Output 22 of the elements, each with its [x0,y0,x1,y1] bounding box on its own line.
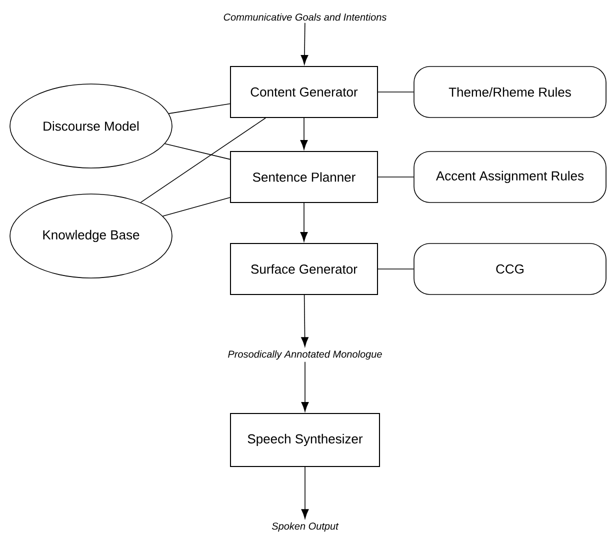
arrow [300,118,308,150]
arrow [300,22,308,65]
connector-line [162,197,230,216]
connector-line [378,176,414,178]
process-box: Speech Synthesizer [230,413,380,467]
rules-box: Theme/Rheme Rules [414,66,606,118]
rules-box: Accent Assignment Rules [414,151,606,203]
flow-label: Communicative Goals and Intentions [224,13,386,21]
connector-line [378,268,414,270]
connector-line [164,143,230,160]
rules-box: CCG [414,243,606,295]
flow-label: Spoken Output [272,522,339,532]
process-box: Sentence Planner [230,151,378,203]
arrow [301,466,309,519]
arrow [301,294,309,347]
connector-line [140,118,266,203]
process-box: Surface Generator [230,243,378,295]
connector-line [168,103,230,114]
arrow [301,361,309,412]
flow-label: Prosodically Annotated Monologue [228,350,382,360]
process-box: Content Generator [230,66,378,118]
arrow [300,202,308,242]
